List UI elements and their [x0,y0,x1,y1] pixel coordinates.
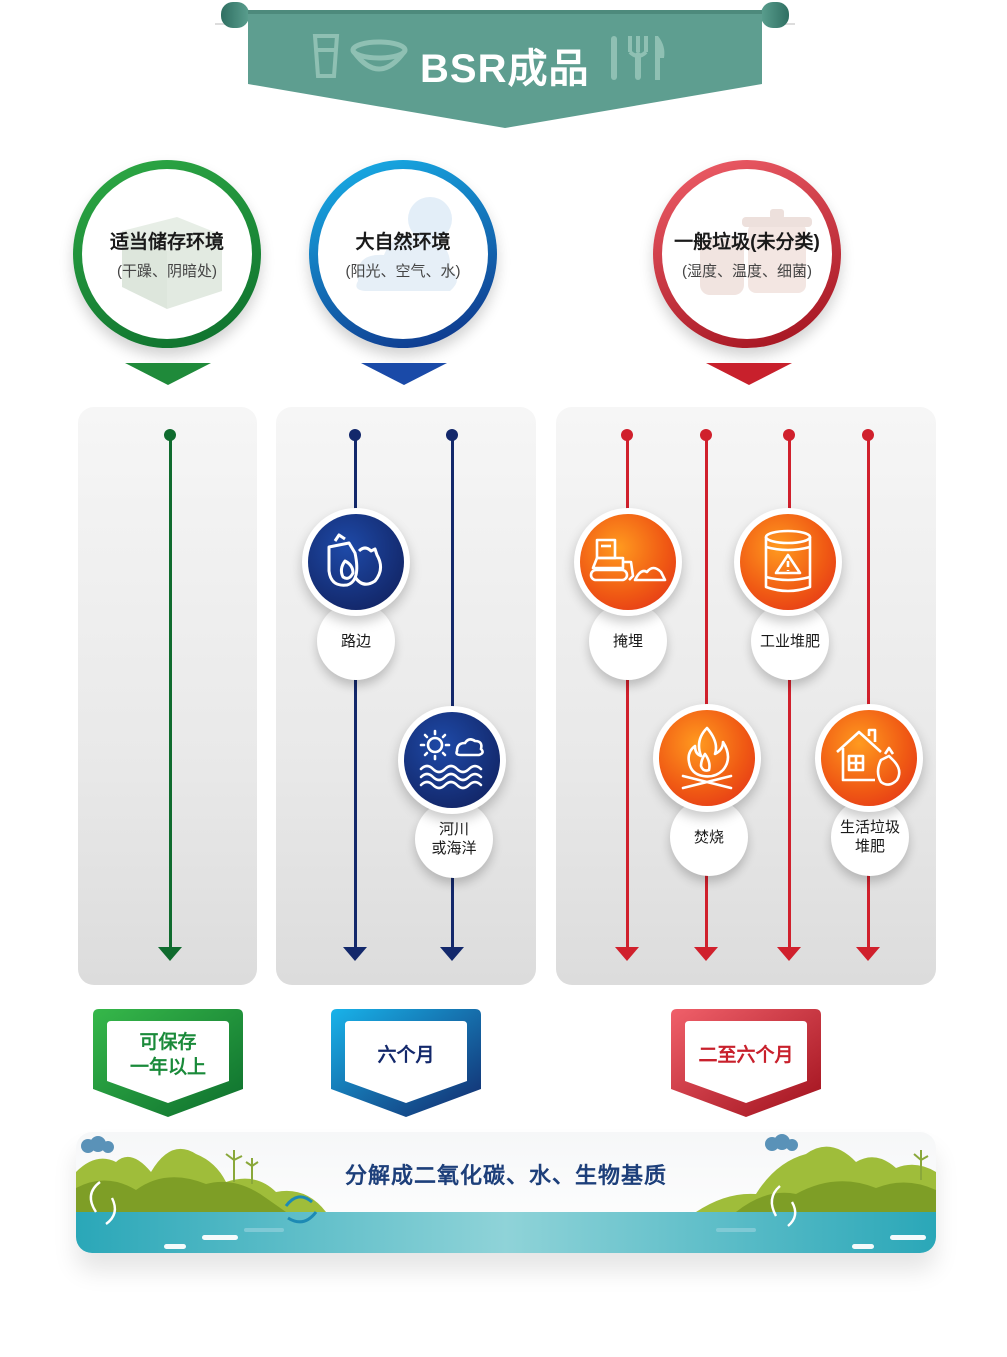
cup-icon [312,34,340,83]
bulldozer-icon [589,538,667,582]
condition-nature: 大自然环境 (阳光、空气、水) [309,160,497,348]
sun-waves-icon [419,729,484,790]
timeline-arrow [856,429,880,965]
pointer-nature [361,363,447,385]
footer-landscape: 分解成二氧化碳、水、生物基质 [76,1132,936,1253]
duration-garbage: 二至六个月 [671,1009,821,1117]
condition-title: 一般垃圾(未分类) [674,232,820,253]
pointer-storage [125,363,211,385]
panel-storage [78,407,257,985]
node-industrial-compost [734,508,842,616]
timeline-arrow [694,429,718,965]
node-river-ocean [398,706,506,814]
fork-knife-icon [608,34,668,87]
timeline-arrow [158,429,182,965]
node-household-compost [815,704,923,812]
panel-nature [276,407,536,985]
duration-storage: 可保存 一年以上 [93,1009,243,1117]
bowl-icon [350,38,408,83]
page-title: BSR成品 [420,47,590,91]
pot-icon [700,209,812,295]
timeline-arrow [343,429,367,965]
duration-nature: 六个月 [331,1009,481,1117]
hazard-barrel-icon [764,529,812,593]
duration-text: 六个月 [377,1044,435,1066]
box-icon [122,217,222,309]
title-banner [215,0,795,130]
condition-subtitle: (干躁、阴暗处) [117,263,217,280]
panel-garbage [556,407,936,985]
footer-caption: 分解成二氧化碳、水、生物基质 [344,1163,667,1188]
node-landfill [574,508,682,616]
trash-bags-icon [327,533,382,587]
condition-garbage: 一般垃圾(未分类) (湿度、温度、细菌) [653,160,841,348]
timeline-arrow [440,429,464,965]
timeline-arrow [777,429,801,965]
sun-cloud-icon [356,197,457,291]
condition-storage: 适当储存环境 (干躁、阴暗处) [73,160,261,348]
duration-text: 可保存 一年以上 [129,1032,206,1078]
timeline-arrow [615,429,639,965]
duration-text: 二至六个月 [698,1044,794,1066]
pointer-garbage [706,363,792,385]
fire-icon [681,726,733,790]
house-bag-icon [836,728,901,786]
condition-title: 大自然环境 [355,232,451,253]
condition-title: 适当储存环境 [109,232,224,253]
node-incineration [653,704,761,812]
condition-subtitle: (湿度、温度、细菌) [682,263,812,280]
condition-subtitle: (阳光、空气、水) [345,263,461,280]
node-roadside [302,508,410,616]
